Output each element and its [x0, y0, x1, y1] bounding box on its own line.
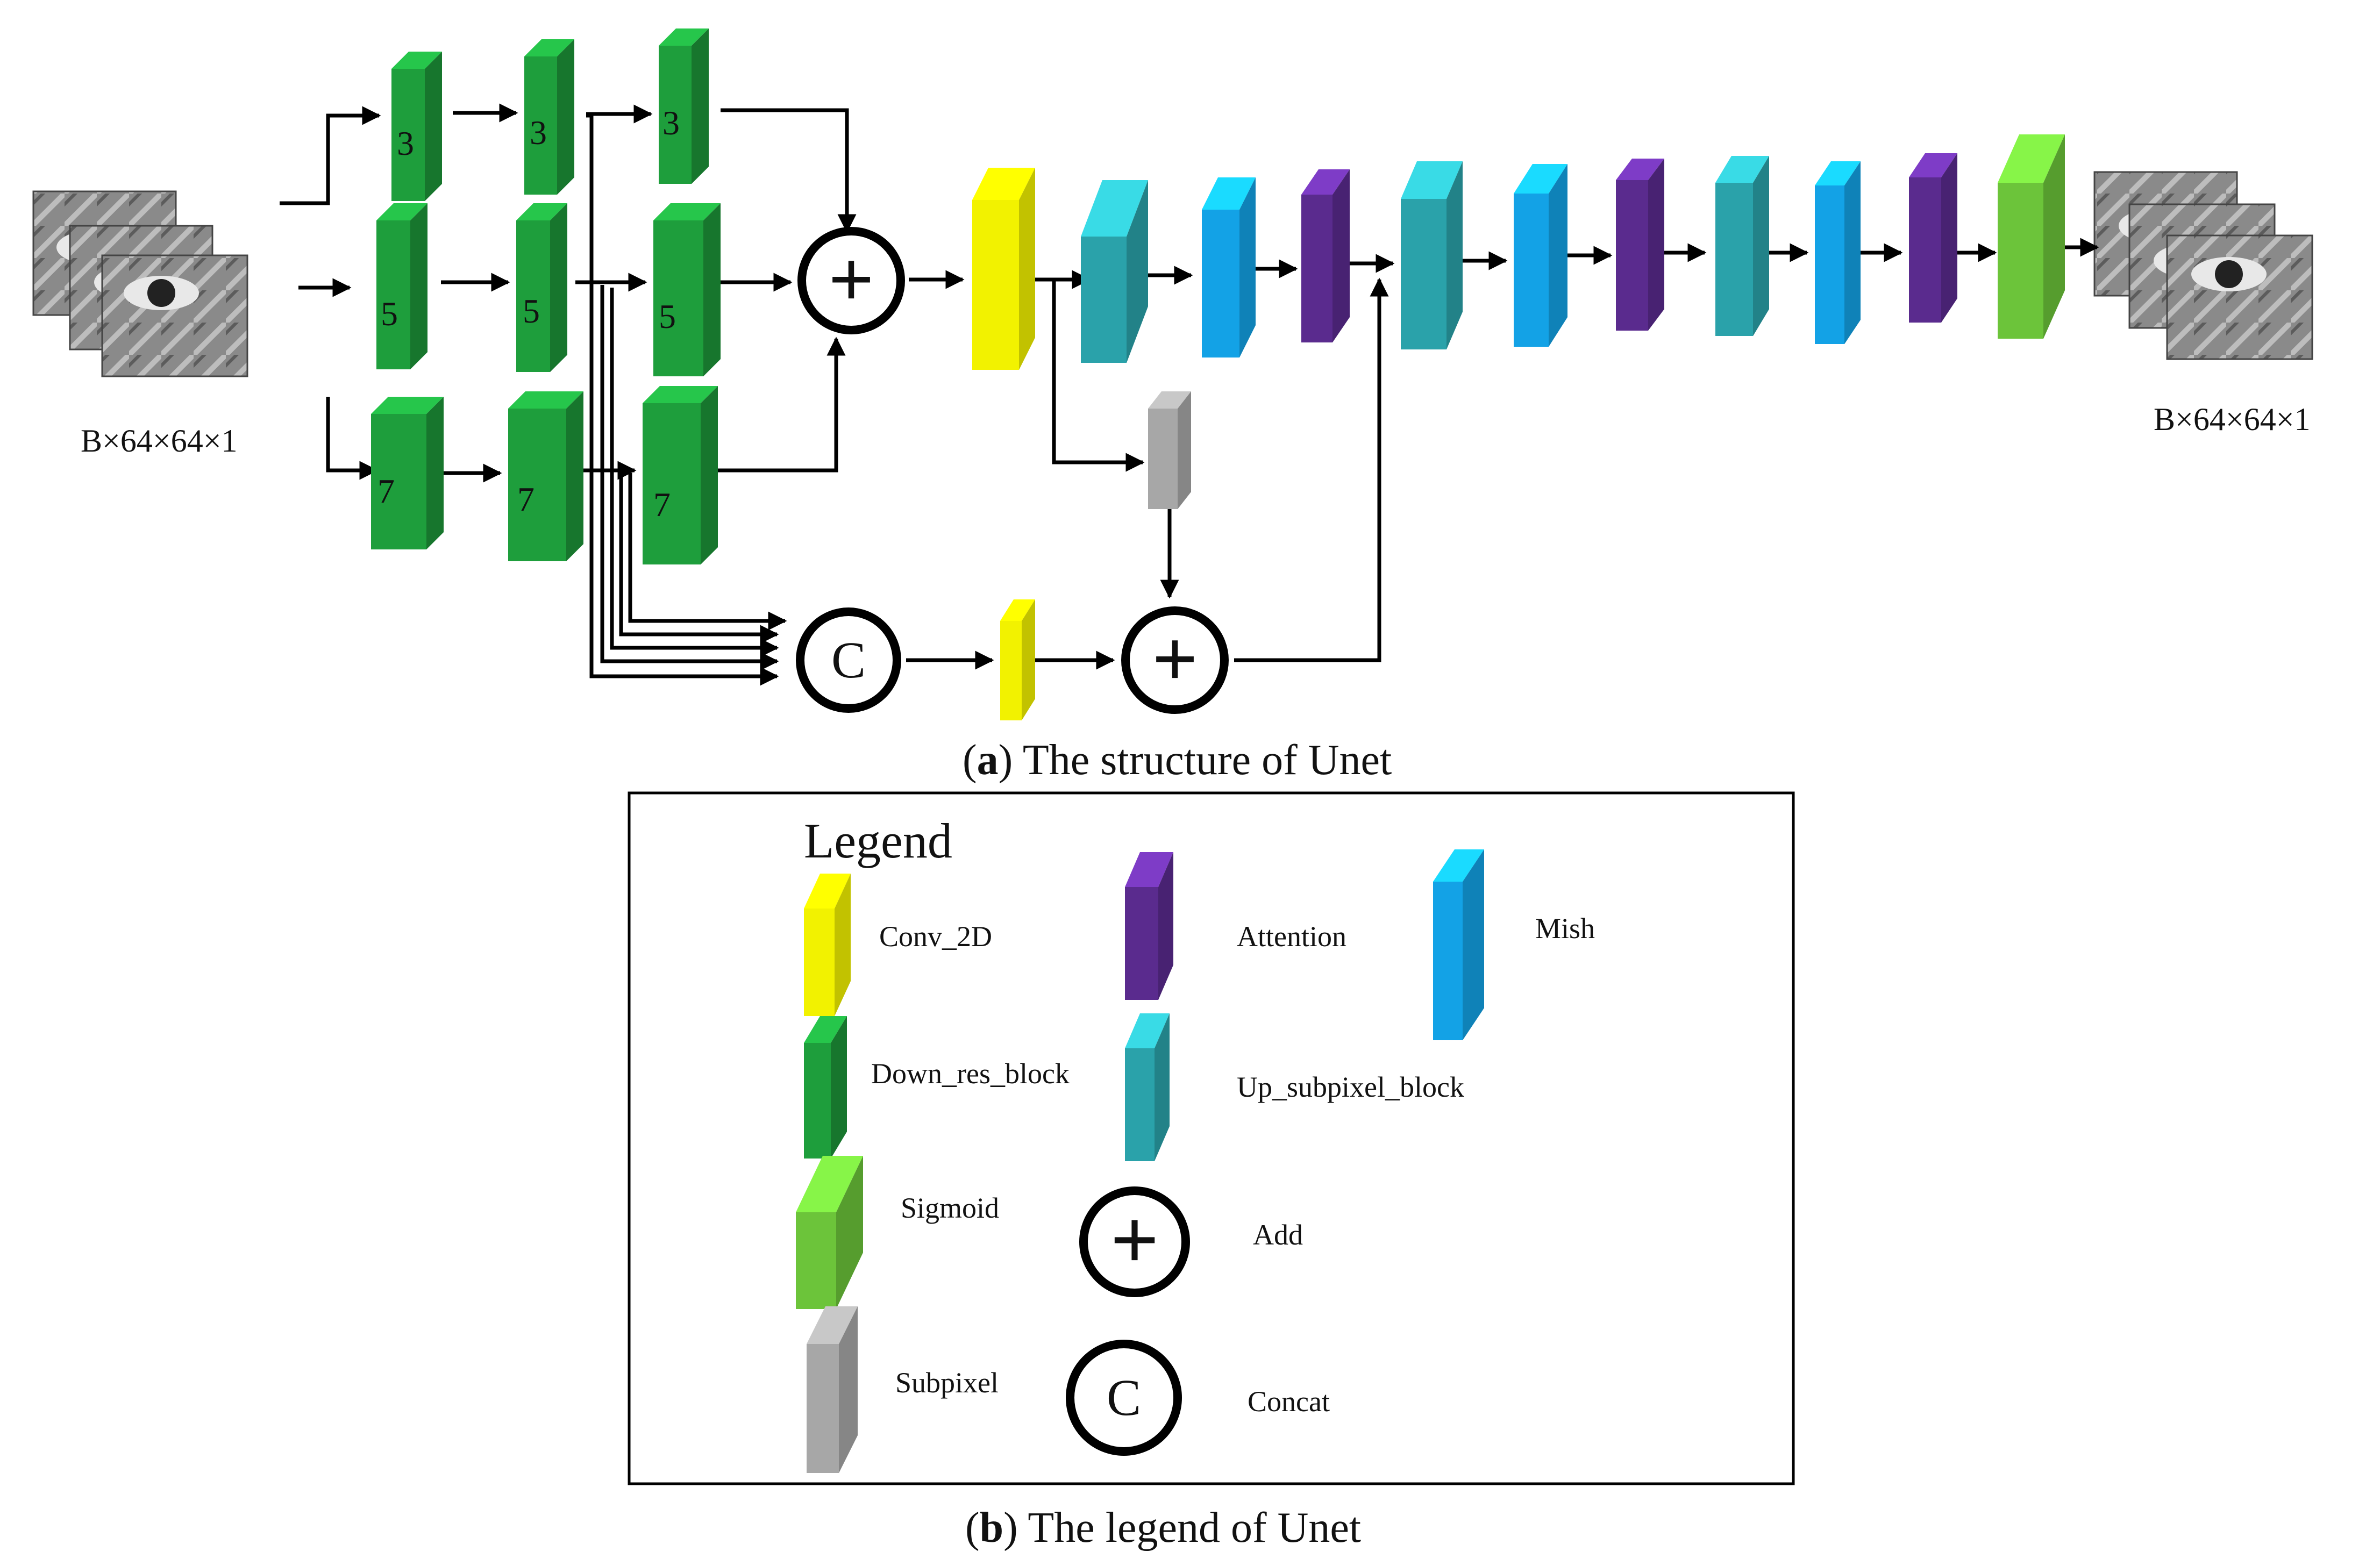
legend-title: Legend [804, 813, 952, 868]
add-node-lower: + [1121, 606, 1229, 714]
sigmoid-block [1998, 134, 2065, 339]
output-shape-label: B×64×64×1 [2154, 402, 2311, 437]
kernel-label-r3-3: 7 [653, 485, 671, 524]
legend-frame [628, 791, 1795, 1485]
kernel-label-r2-3: 5 [659, 297, 676, 335]
down-res-block-r3-3 [643, 386, 718, 564]
legend-swatch-subpixel [807, 1306, 858, 1473]
legend-label-up-subpixel-block: Up_subpixel_block [1237, 1071, 1464, 1103]
legend-swatch-down-res-block [804, 1016, 847, 1159]
kernel-label-r2-1: 5 [381, 295, 398, 333]
legend-label-attention: Attention [1237, 920, 1346, 953]
down-res-block-r2-1 [376, 203, 427, 369]
input-image-stack [32, 190, 248, 377]
legend-label-subpixel: Subpixel [895, 1367, 999, 1399]
add-symbol: + [828, 235, 874, 324]
attention-block-2 [1616, 159, 1664, 331]
legend-label-sigmoid: Sigmoid [901, 1192, 999, 1224]
legend-swatch-sigmoid [796, 1156, 863, 1309]
legend-label-concat: Concat [1248, 1385, 1330, 1418]
kernel-label-r1-3: 3 [662, 104, 680, 142]
concat-symbol: C [831, 631, 866, 689]
legend-swatch-conv-2d [804, 874, 851, 1016]
input-shape-label: B×64×64×1 [81, 423, 238, 459]
up-subpixel-block-2 [1401, 161, 1463, 349]
legend-swatch-up-subpixel-block [1125, 1013, 1170, 1161]
legend-concat-symbol: C [1107, 1369, 1141, 1426]
legend-add-symbol: + [1110, 1192, 1159, 1288]
concat-node: C [796, 607, 901, 713]
conv-2d-block-small [1000, 599, 1035, 720]
kernel-label-r1-2: 3 [530, 113, 547, 152]
up-subpixel-block-3 [1715, 156, 1769, 336]
caption-b: (b) The legend of Unet [965, 1504, 1361, 1551]
legend-label-add: Add [1253, 1219, 1303, 1251]
legend-label-conv-2d: Conv_2D [879, 920, 992, 953]
legend-swatch-mish [1433, 849, 1484, 1040]
down-res-block-r1-2 [524, 39, 574, 195]
attention-block-1 [1301, 169, 1350, 342]
down-res-block-r3-2 [508, 391, 583, 561]
down-res-block-r2-3 [653, 203, 721, 376]
kernel-label-r3-1: 7 [377, 472, 395, 510]
mish-block-3 [1815, 161, 1861, 344]
legend-swatch-attention [1125, 852, 1173, 1000]
attention-block-3 [1909, 153, 1957, 323]
mish-block-1 [1202, 177, 1256, 357]
down-res-block-r1-3 [659, 28, 709, 184]
conv-2d-block-main [972, 168, 1035, 370]
subpixel-block [1148, 391, 1191, 509]
kernel-label-r3-2: 7 [517, 480, 535, 518]
mish-block-2 [1514, 164, 1567, 347]
down-res-block-r1-1 [391, 52, 442, 201]
blocks: + C + [371, 28, 2065, 720]
legend: Legend Conv_2D Attention Mish Down_r [628, 791, 1795, 1485]
down-res-block-r2-2 [516, 203, 567, 372]
caption-a: (a) The structure of Unet [963, 736, 1392, 784]
kernel-label-r1-1: 3 [397, 124, 414, 162]
output-image-stack [2093, 171, 2313, 360]
connectors [280, 103, 2099, 686]
input-image-3 [101, 254, 248, 377]
add-symbol-lower: + [1152, 614, 1198, 704]
legend-label-mish: Mish [1535, 912, 1595, 945]
legend-swatch-add: + [1079, 1186, 1190, 1297]
legend-swatch-concat: C [1066, 1340, 1182, 1456]
kernel-label-r2-2: 5 [523, 292, 540, 330]
legend-label-down-res-block: Down_res_block [871, 1057, 1070, 1090]
add-node-main: + [797, 227, 905, 334]
output-image-3 [2166, 234, 2313, 360]
up-subpixel-block-1 [1081, 180, 1148, 363]
down-res-block-r3-1 [371, 397, 444, 549]
